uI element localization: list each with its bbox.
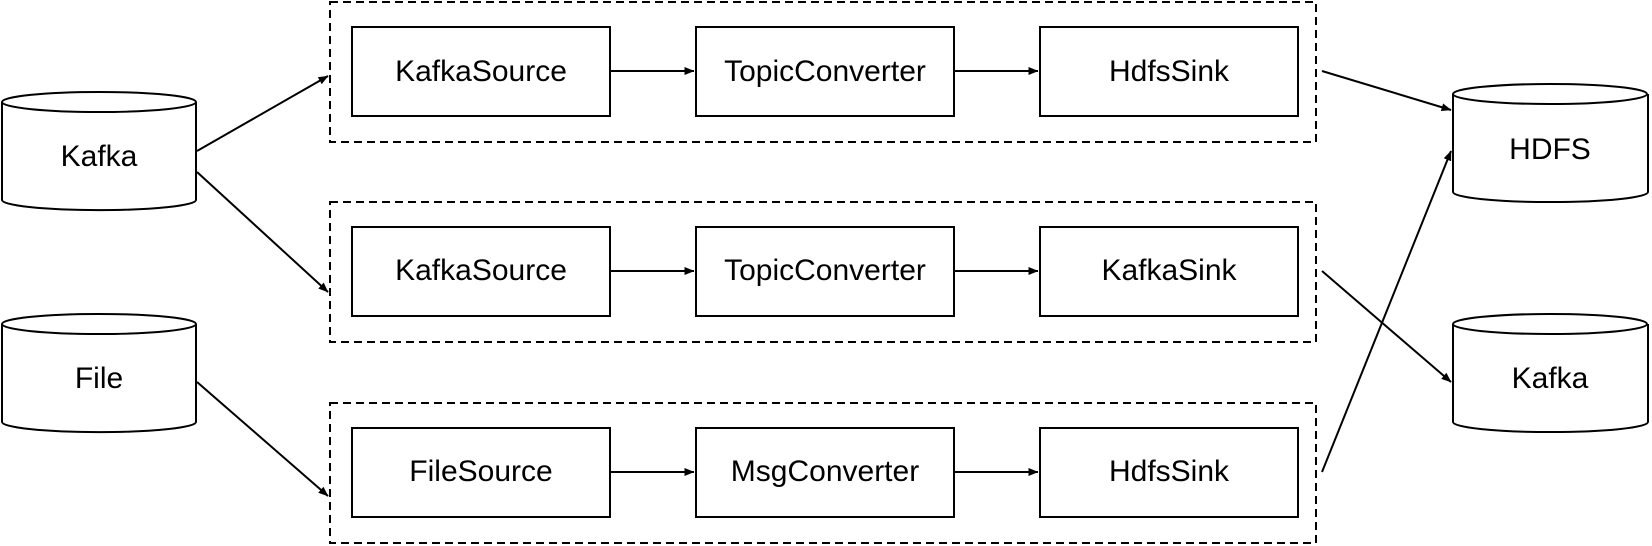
pipeline-1-sink-label: HdfsSink [1109,55,1230,88]
arrow-pipeline-2-to-kafka [1321,270,1452,383]
pipeline-3-converter-node[interactable]: MsgConverter [695,427,955,518]
pipeline-1: KafkaSource TopicConverter HdfsSink [329,1,1317,143]
file-source-database-icon[interactable]: File [0,313,197,434]
pipeline-2-converter-label: TopicConverter [724,254,926,287]
pipeline-2: KafkaSource TopicConverter KafkaSink [329,201,1317,343]
kafka-source-database-icon[interactable]: Kafka [1,91,197,212]
pipeline-3-sink-node[interactable]: HdfsSink [1039,427,1299,518]
pipeline-3-converter-label: MsgConverter [731,455,919,488]
pipeline-2-source-node[interactable]: KafkaSource [351,226,611,317]
pipeline-1-source-node[interactable]: KafkaSource [351,26,611,117]
kafka-source-label: Kafka [61,140,138,173]
pipeline-2-frame [329,201,1317,343]
pipeline-3-source-node[interactable]: FileSource [351,427,611,518]
kafka-sink-label: Kafka [1512,362,1589,395]
pipeline-1-sink-node[interactable]: HdfsSink [1039,26,1299,117]
pipeline-3: FileSource MsgConverter HdfsSink [329,402,1317,544]
pipeline-3-sink-label: HdfsSink [1109,455,1230,488]
pipeline-3-frame [329,402,1317,544]
kafka-sink-database-icon[interactable]: Kafka [1452,313,1649,434]
pipeline-2-converter-node[interactable]: TopicConverter [695,226,955,317]
pipeline-2-source-label: KafkaSource [395,254,567,287]
pipeline-3-source-label: FileSource [409,455,552,488]
arrow-file-to-pipeline-3 [196,381,329,497]
pipeline-1-source-label: KafkaSource [395,55,567,88]
arrow-kafka-to-pipeline-1 [196,75,329,152]
pipeline-1-converter-node[interactable]: TopicConverter [695,26,955,117]
arrow-kafka-to-pipeline-2 [196,171,329,293]
arrow-pipeline-3-to-hdfs [1321,150,1452,473]
hdfs-sink-database-icon[interactable]: HDFS [1452,83,1649,204]
pipeline-2-sink-node[interactable]: KafkaSink [1039,226,1299,317]
hdfs-sink-label: HDFS [1509,133,1591,166]
arrow-pipeline-1-to-hdfs [1321,70,1452,112]
pipeline-1-converter-label: TopicConverter [724,55,926,88]
pipeline-1-frame [329,1,1317,143]
pipeline-2-sink-label: KafkaSink [1101,254,1237,287]
file-source-label: File [75,362,123,395]
